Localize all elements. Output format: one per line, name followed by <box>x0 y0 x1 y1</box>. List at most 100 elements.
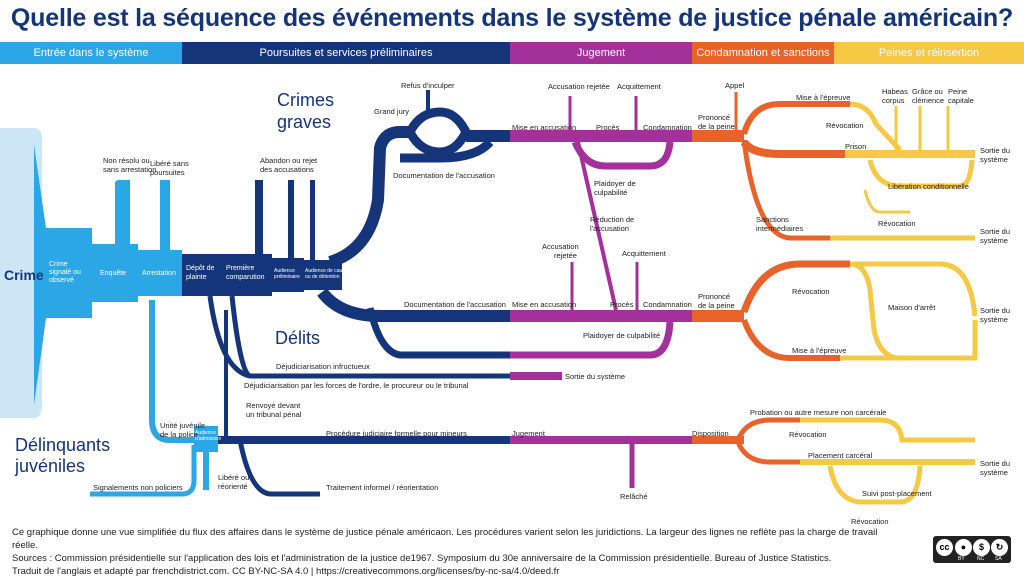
delits-lower <box>366 307 510 359</box>
lbl-prononce-1a: Prononcé <box>698 113 730 122</box>
lbl-acc-rejetee-1: Accusation rejetée <box>548 82 610 91</box>
lbl-sortie-b2: système <box>980 236 1008 245</box>
crime-signale-3: observé <box>49 277 74 284</box>
plaidoyer-felony <box>571 140 674 170</box>
peine-epreuve <box>849 101 902 152</box>
lbl-revocation-1: Révocation <box>826 121 864 130</box>
lbl-relache: Relâché <box>620 492 648 501</box>
lbl-abandon-2: des accusations <box>260 165 314 174</box>
lbl-acquittement-2: Acquittement <box>622 249 667 258</box>
juvenile-unite <box>149 300 194 443</box>
lbl-sortie-a1: Sortie du <box>980 146 1010 155</box>
lbl-condamnation-2: Condamnation <box>643 300 692 309</box>
lbl-reduction-2: l'accusation <box>590 224 629 233</box>
lbl-reduction-1: Réduction de <box>590 215 634 224</box>
lbl-revocation-5: Révocation <box>851 517 889 526</box>
lbl-mise-accusation-2: Mise en accusation <box>512 300 576 309</box>
depot-2: plainte <box>186 274 207 281</box>
lbl-grand-jury: Grand jury <box>374 107 409 116</box>
peine-jail-main <box>850 261 978 317</box>
footer-line-2: Sources : Commission présidentielle sur … <box>12 553 832 564</box>
footer: Ce graphique donne une vue simplifiée du… <box>12 526 892 578</box>
sortie-inline-bar <box>510 372 562 380</box>
lbl-documentation-2: Documentation de l'accusation <box>404 300 506 309</box>
lbl-abandon-1: Abandon ou rejet <box>260 156 318 165</box>
lbl-mise-accusation-1: Mise en accusation <box>512 123 576 132</box>
box-audience-prelim <box>272 258 304 292</box>
enquete-label: Enquête <box>100 270 126 277</box>
nc-icon: $ <box>973 539 990 556</box>
lbl-disposition: Disposition <box>692 429 729 438</box>
section-juveniles-1: Délinquants <box>15 435 110 455</box>
cond-probation-juv <box>735 417 800 442</box>
lbl-dejudiciarisation-1: Déjudiciarisation infructueux <box>276 362 370 371</box>
premiere-2: comparution <box>226 274 265 281</box>
lbl-sortie-inline: Sortie du système <box>565 372 625 381</box>
lbl-appel: Appel <box>725 81 745 90</box>
lbl-non-resolu-1: Non résolu ou <box>103 156 150 165</box>
arrestation-label: Arrestation <box>142 270 176 277</box>
by-icon: ● <box>955 539 972 556</box>
lbl-sortie-c2: système <box>980 315 1008 324</box>
stage-entree: Entrée dans le système <box>0 42 182 64</box>
peine-epreuve-2 <box>840 320 978 361</box>
lbl-sortie-a2: système <box>980 155 1008 164</box>
lbl-sanctions-1: Sanctions <box>756 215 789 224</box>
cond-epreuve-2 <box>741 318 840 361</box>
exit-abandon-3 <box>310 180 315 260</box>
lbl-signalements: Signalements non policiers <box>93 483 183 492</box>
cond-jail <box>740 260 850 314</box>
lbl-prononce-2b: de la peine <box>698 301 735 310</box>
lbl-plaidoyer-2: Plaidoyer de culpabilité <box>583 331 660 340</box>
lbl-libere-sans-1: Libéré sans <box>150 159 189 168</box>
lbl-documentation-1: Documentation de l'accusation <box>393 171 495 180</box>
exit-libere-sans <box>160 180 170 250</box>
section-delits: Délits <box>275 328 320 348</box>
section-crimes-graves-1: Crimes <box>277 90 334 110</box>
cc-icon: cc <box>936 539 953 556</box>
box-premiere <box>222 254 272 296</box>
lbl-plaidoyer-1b: culpabilité <box>594 188 627 197</box>
lbl-acquittement-1: Acquittement <box>617 82 662 91</box>
audience-caution-1: Audience de caution <box>305 268 351 274</box>
audience-prelim-2: préliminaire <box>274 274 300 280</box>
cond-sanctions <box>741 139 830 241</box>
lbl-sortie-d1: Sortie du <box>980 459 1010 468</box>
crime-signale-2: signalé ou <box>49 269 81 276</box>
box-audience-admission <box>194 426 218 452</box>
lbl-acc-rejetee-2b: rejetée <box>554 251 577 260</box>
depot-1: Dépôt de <box>186 265 215 272</box>
juvenile-informel <box>237 439 320 497</box>
audience-caution-2: ou de détention <box>305 274 340 280</box>
lbl-sanctions-2: intermédiaires <box>756 224 803 233</box>
exit-non-resolu <box>115 180 130 244</box>
stage-condamnation: Condamnation et sanctions <box>692 42 834 64</box>
peine-suivi <box>827 465 923 505</box>
lbl-renvoye-1: Renvoyé devant <box>246 401 301 410</box>
juvenile-signalements <box>90 445 197 497</box>
lbl-unite-1: Unité juvénile <box>160 421 205 430</box>
lbl-procedure-formelle: Procédure judiciaire formelle pour mineu… <box>326 429 467 438</box>
trunk-felony <box>328 126 410 268</box>
lbl-proces-1: Procès <box>596 123 620 132</box>
by-label: BY <box>958 556 965 562</box>
cond-prison <box>740 139 845 158</box>
lbl-libere-sans-2: poursuites <box>150 168 185 177</box>
doc-accusation-lower <box>399 138 494 163</box>
peine-revocation-loop <box>863 189 910 214</box>
dejudiciarisation-2 <box>229 295 252 379</box>
exit-abandon-2 <box>288 180 294 258</box>
lbl-prison: Prison <box>845 142 866 151</box>
plaidoyer-delits <box>510 321 674 359</box>
lbl-grace-1: Grâce ou <box>912 87 943 96</box>
lbl-liberation: Libération conditionnelle <box>888 182 969 191</box>
footer-line-1: Ce graphique donne une vue simplifiée du… <box>12 527 878 551</box>
cond-placement-juv <box>735 440 800 465</box>
sa-label: SA <box>995 556 1002 562</box>
lbl-revocation-2: Révocation <box>878 219 916 228</box>
crime-funnel <box>34 145 46 405</box>
exit-abandon <box>255 180 263 254</box>
lbl-mise-epreuve-2: Mise à l'épreuve <box>792 346 846 355</box>
peine-liberation <box>867 159 975 189</box>
